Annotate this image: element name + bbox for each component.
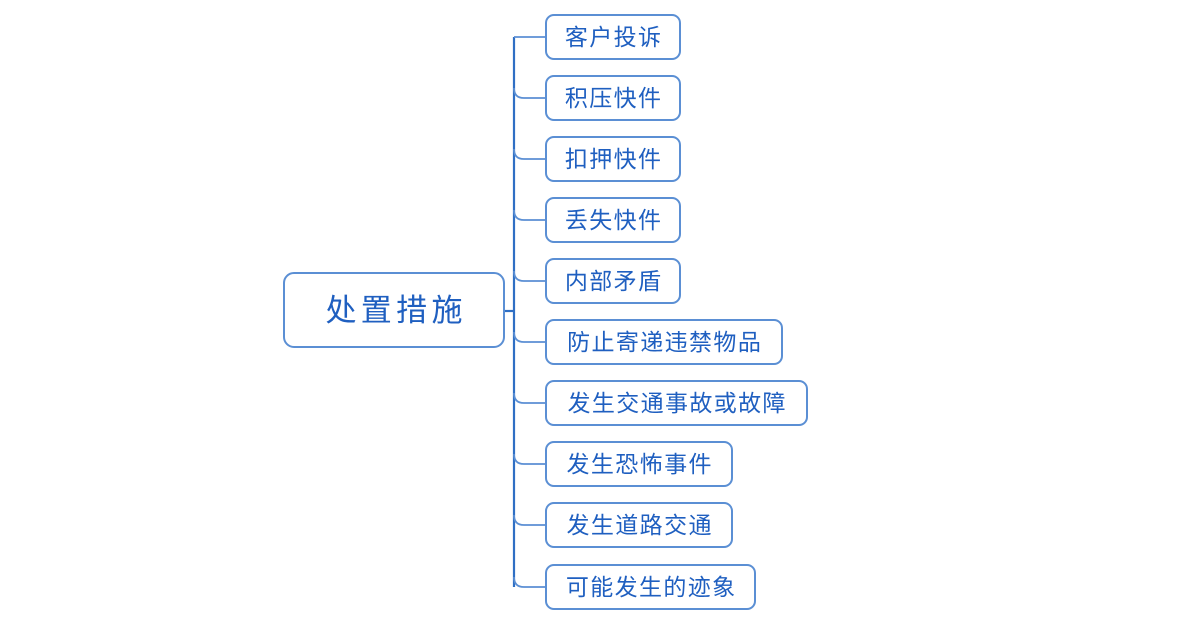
mindmap-node-label-10: 可能发生的迹象 — [565, 574, 737, 600]
connector-branch-9 — [513, 514, 545, 526]
mindmap-node-label-1: 客户投诉 — [564, 24, 663, 50]
mindmap-node-label-3: 扣押快件 — [564, 146, 663, 172]
mindmap-node-9[interactable]: 发生道路交通 — [545, 502, 733, 548]
mindmap-node-8[interactable]: 发生恐怖事件 — [545, 441, 733, 487]
connector-branch-4 — [513, 209, 545, 221]
connector-branch-5 — [513, 270, 545, 282]
mindmap-node-1[interactable]: 客户投诉 — [545, 14, 681, 60]
mindmap-node-6[interactable]: 防止寄递违禁物品 — [545, 319, 783, 365]
connector-branch-8 — [513, 453, 545, 465]
connector-branch-3 — [513, 148, 545, 160]
connector-branch-2 — [513, 87, 545, 99]
mindmap-node-5[interactable]: 内部矛盾 — [545, 258, 681, 304]
connector-branch-10 — [513, 576, 545, 588]
mindmap-node-label-8: 发生恐怖事件 — [566, 451, 713, 477]
mindmap-root-label: 处置措施 — [325, 292, 467, 328]
mindmap-node-4[interactable]: 丢失快件 — [545, 197, 681, 243]
connector-branch-7 — [513, 392, 545, 404]
mindmap-node-label-7: 发生交通事故或故障 — [567, 390, 787, 416]
mindmap-node-label-6: 防止寄递违禁物品 — [567, 329, 763, 355]
mindmap-node-2[interactable]: 积压快件 — [545, 75, 681, 121]
mindmap-node-label-2: 积压快件 — [564, 85, 663, 111]
mindmap-node-label-5: 内部矛盾 — [564, 268, 663, 294]
mindmap-node-10[interactable]: 可能发生的迹象 — [545, 564, 756, 610]
mindmap-node-label-9: 发生道路交通 — [566, 512, 713, 538]
mindmap-node-3[interactable]: 扣押快件 — [545, 136, 681, 182]
mindmap-node-7[interactable]: 发生交通事故或故障 — [545, 380, 808, 426]
mindmap-node-label-4: 丢失快件 — [564, 207, 663, 233]
connector-branch-6 — [513, 331, 545, 343]
mindmap-root-node[interactable]: 处置措施 — [283, 272, 505, 348]
